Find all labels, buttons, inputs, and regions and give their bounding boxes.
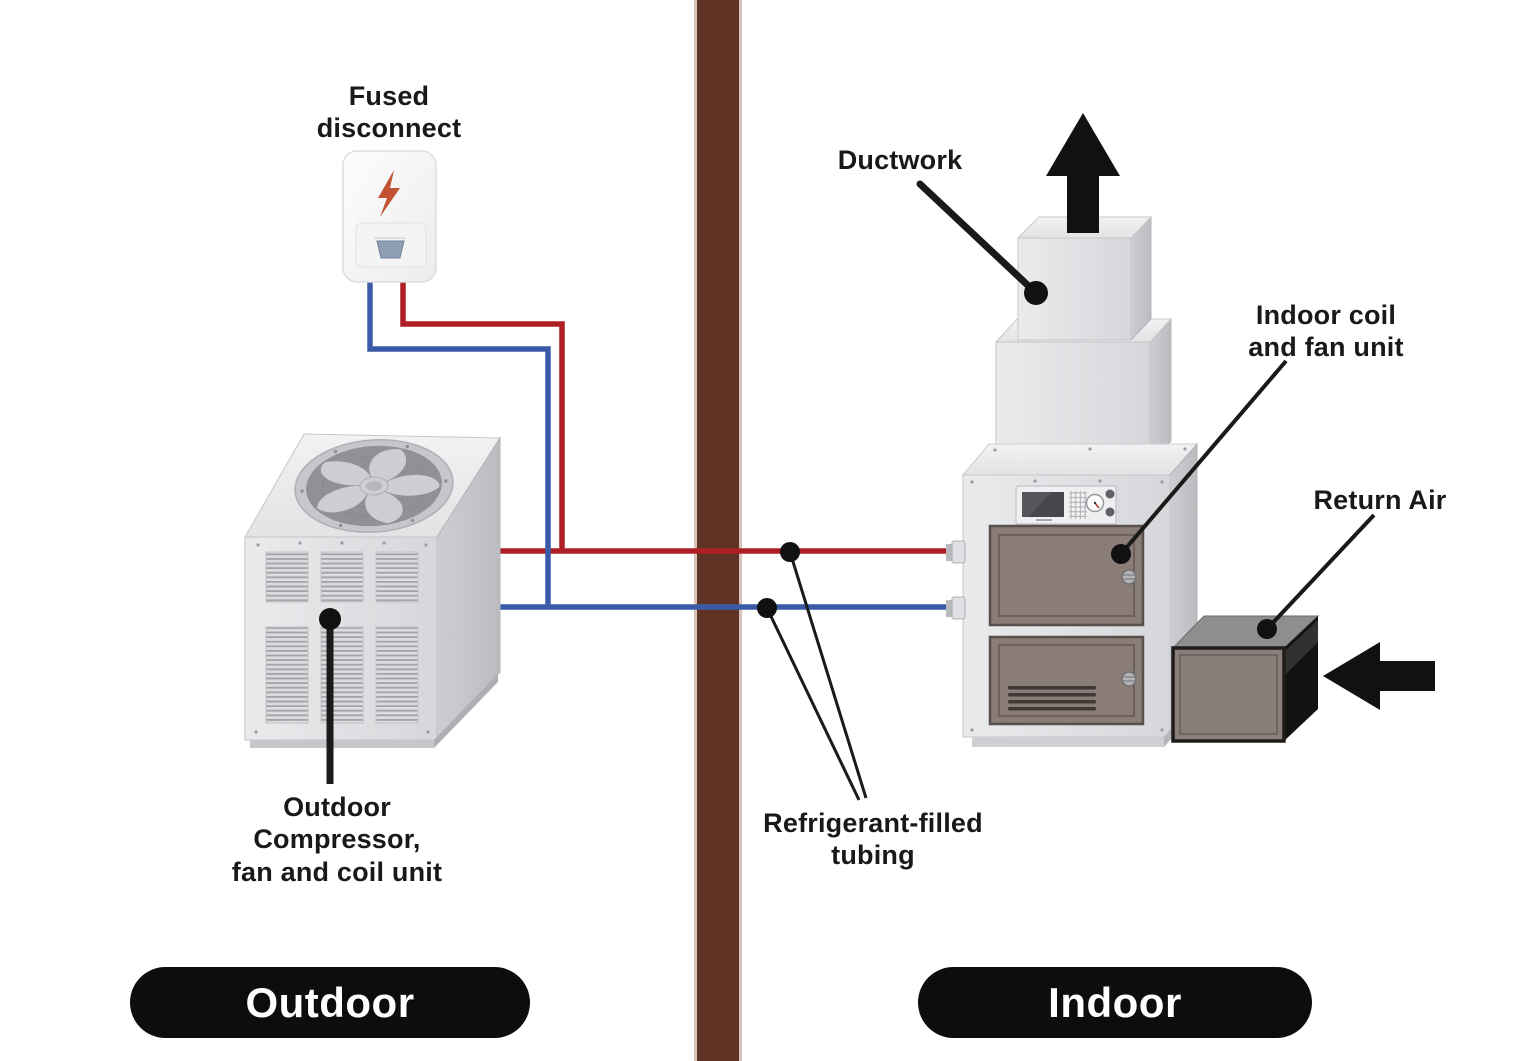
- lower-door: [988, 635, 1145, 726]
- fused-disconnect-box: [342, 150, 437, 283]
- screws: [970, 447, 1187, 732]
- callout-indoor-coil: [1111, 359, 1288, 564]
- up-arrow-icon: [1046, 113, 1120, 233]
- outdoor-compressor-line3: fan and coil unit: [231, 856, 443, 887]
- return-air-label: Return Air: [1268, 484, 1492, 516]
- outdoor-compressor-label: Outdoor Compressor, fan and coil unit: [206, 791, 468, 888]
- ductwork-stack: [994, 113, 1173, 465]
- door-vents: [1008, 686, 1096, 711]
- panel-button: [1105, 489, 1115, 499]
- callout-refrigerant-tubing: [757, 542, 868, 801]
- cabinet-base: [972, 737, 1164, 747]
- callout-outdoor-compressor: [319, 608, 341, 784]
- refrigerant-line2: tubing: [831, 840, 915, 871]
- pipe-connector: [946, 596, 966, 620]
- indoor-zone-pill: Indoor: [918, 967, 1312, 1038]
- outdoor-zone-text: Outdoor: [245, 978, 415, 1026]
- callouts: [319, 180, 1376, 801]
- pipe-connector: [946, 540, 966, 564]
- left-arrow-icon: [1323, 642, 1435, 710]
- ductwork-label: Ductwork: [788, 144, 1012, 176]
- red-refrigerant-line: [400, 278, 958, 554]
- upper-door: [988, 524, 1145, 627]
- wall-divider: [694, 0, 742, 1061]
- wall-edge: [739, 0, 742, 1061]
- lightning-bolt-icon: [378, 170, 400, 217]
- callout-ductwork: [916, 180, 1048, 305]
- wall-edge: [694, 0, 697, 1061]
- outdoor-zone-pill: Outdoor: [130, 967, 530, 1038]
- refrigerant-line1: Refrigerant-filled: [763, 808, 983, 838]
- indoor-zone-text: Indoor: [1048, 978, 1182, 1026]
- refrigerant-tubing-label: Refrigerant-filled tubing: [732, 807, 1014, 872]
- outdoor-compressor-line2: Compressor,: [253, 824, 421, 855]
- control-panel: [1015, 485, 1117, 525]
- vent-grilles: [265, 551, 419, 724]
- indoor-cabinet: [946, 442, 1199, 747]
- duct-tier-middle: [994, 317, 1173, 465]
- return-air-box: [1171, 615, 1320, 743]
- disconnect-handle: [376, 240, 405, 259]
- door-latch-icon: [1121, 671, 1137, 687]
- outdoor-unit-base: [250, 740, 434, 748]
- cabinet-top: [961, 443, 1199, 476]
- duct-tier-top: [1016, 215, 1153, 342]
- fused-disconnect-label: Fused disconnect: [259, 80, 519, 145]
- ductwork-text: Ductwork: [837, 145, 963, 175]
- keypad: [1069, 491, 1087, 519]
- fan-icon: [294, 439, 454, 533]
- indoor-coil-label: Indoor coil and fan unit: [1214, 299, 1438, 364]
- indoor-coil-line2: and fan unit: [1248, 332, 1404, 363]
- indoor-coil-line1: Indoor coil: [1255, 300, 1397, 330]
- callout-return-air: [1257, 513, 1376, 639]
- outdoor-compressor-line1: Outdoor: [283, 792, 391, 822]
- screws: [254, 541, 430, 734]
- door-latch-icon: [1121, 569, 1137, 585]
- fused-disconnect-line1: Fused: [348, 81, 430, 111]
- outdoor-unit: [244, 433, 501, 748]
- fused-disconnect-line2: disconnect: [316, 113, 462, 144]
- panel-button: [1105, 507, 1115, 517]
- gauge-icon: [1085, 493, 1105, 513]
- blue-refrigerant-line: [367, 278, 958, 610]
- return-air-text: Return Air: [1313, 485, 1447, 515]
